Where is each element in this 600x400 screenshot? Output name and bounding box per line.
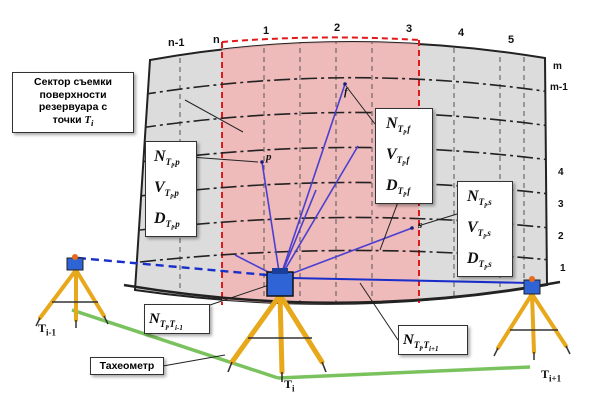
column-label-1: 1 [263, 25, 270, 37]
connection-box-prev: NTi,Ti-1 [144, 304, 210, 334]
row-label-4: 4 [558, 167, 564, 178]
measure-box-s: NTi,s VTi,s DTi,s [457, 181, 513, 277]
station-label-curr: Ti [284, 377, 295, 394]
row-label-m-minus-1: m-1 [550, 82, 568, 93]
row-label-3: 3 [558, 199, 564, 210]
column-label-4: 4 [458, 27, 465, 39]
measure-box-p: NTi,p VTi,p DTi,p [145, 141, 197, 237]
column-grid [179, 41, 525, 304]
station-label-prev: Ti-1 [38, 321, 57, 338]
target-points [260, 82, 414, 230]
tripod-next [493, 276, 571, 360]
sight-lines [234, 83, 413, 279]
leader-lines [162, 85, 458, 367]
tripod-prev [35, 254, 109, 328]
column-label-n-minus-1: n-1 [168, 37, 185, 49]
sight-next-station [289, 277, 531, 284]
station-label-next: Ti+1 [541, 367, 562, 384]
measure-box-f: NTi,f VTi,f DTi,f [375, 108, 433, 204]
row-label-2: 2 [558, 231, 564, 242]
point-label-p: p [266, 151, 272, 163]
sight-prev-station [77, 256, 279, 278]
point-label-f: f [344, 86, 348, 98]
column-label-3: 3 [406, 23, 413, 35]
row-label-m: m [553, 61, 562, 72]
tank-bottom [123, 280, 561, 305]
sector-note: Сектор съемки поверхности резервуара с т… [12, 72, 134, 134]
point-label-s: s [418, 219, 423, 231]
sector-border-top [221, 36, 420, 43]
column-label-n: n [213, 34, 220, 46]
row-label-1: 1 [560, 263, 566, 274]
connection-box-next: NTi,Ti+1 [398, 325, 468, 355]
column-label-2: 2 [334, 22, 341, 34]
tachometer-label: Тахеометр [90, 357, 164, 375]
tripod-center [227, 268, 327, 382]
column-label-5: 5 [508, 34, 515, 46]
